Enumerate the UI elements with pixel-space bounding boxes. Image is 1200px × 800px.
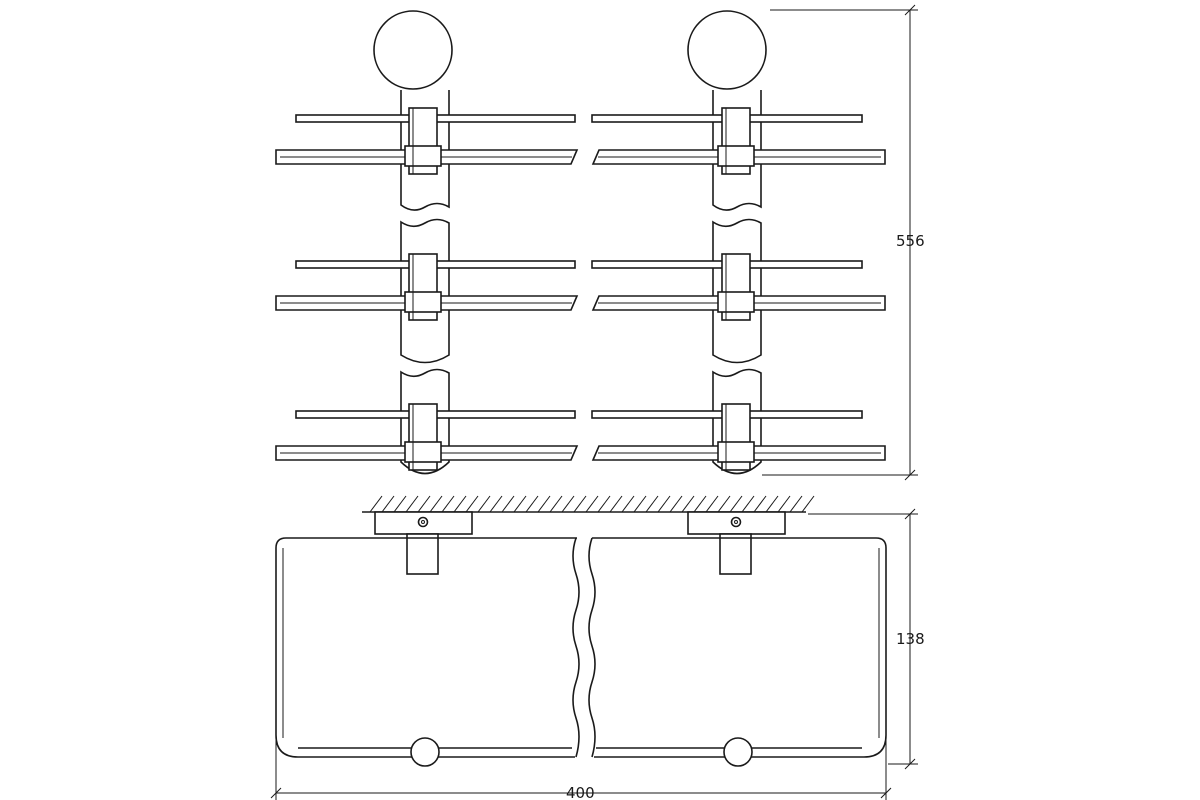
screw-right-icon [730, 516, 742, 528]
wall-disc-right [687, 10, 767, 90]
screw-left-icon [417, 516, 429, 528]
break-line-left [572, 537, 580, 758]
post-right [712, 90, 762, 475]
dimension-height-front: 138 [808, 508, 925, 770]
dimension-height-total: 556 [762, 4, 925, 481]
support-ball-left [410, 737, 440, 767]
shelf-tier-3 [275, 403, 886, 471]
side-view [275, 10, 886, 475]
dim-label-138: 138 [896, 630, 925, 648]
shelf-tier-1 [275, 107, 886, 175]
break-line-right [588, 537, 596, 758]
bracket-left [406, 533, 439, 575]
glass-panel-right [592, 537, 887, 758]
wall-hatch [362, 495, 815, 513]
wall-disc-left [373, 10, 453, 90]
dim-label-556: 556 [896, 232, 925, 250]
post-left [400, 90, 450, 475]
dim-label-400: 400 [566, 784, 595, 800]
bracket-right [719, 533, 752, 575]
support-ball-right [723, 737, 753, 767]
shelf-tier-2 [275, 253, 886, 321]
dimension-width: 400 [270, 740, 892, 800]
front-view [275, 495, 887, 767]
glass-panel-left [275, 537, 577, 758]
